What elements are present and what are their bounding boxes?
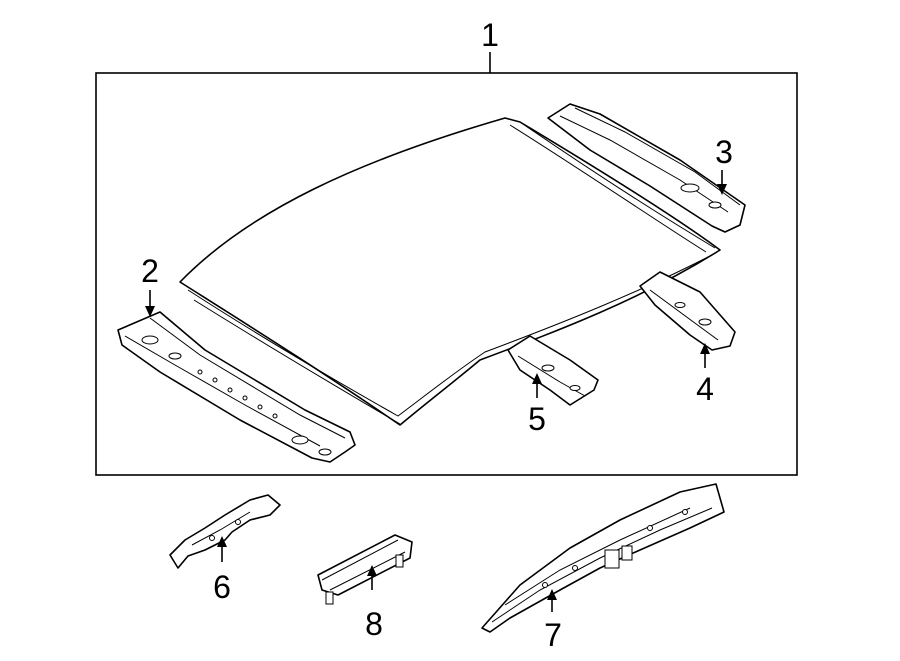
roof-bracket[interactable] (169, 494, 281, 569)
callout-2-arrowhead (145, 306, 155, 317)
callout-4-arrowhead (700, 343, 710, 354)
callout-7-label[interactable]: 7 (544, 617, 562, 653)
rear-header-rail[interactable] (547, 103, 746, 233)
callout-5-arrowhead (532, 373, 542, 384)
front-header-rail[interactable] (117, 311, 356, 463)
callout-8-label[interactable]: 8 (365, 606, 383, 642)
callout-6-label[interactable]: 6 (213, 569, 231, 605)
callout-2-label[interactable]: 2 (141, 253, 159, 289)
callout-6-arrowhead (217, 536, 227, 547)
callout-3-label[interactable]: 3 (715, 134, 733, 170)
callout-5-label[interactable]: 5 (528, 401, 546, 437)
callout-1-label[interactable]: 1 (481, 17, 499, 53)
callout-7-arrowhead (547, 589, 557, 600)
side-rail-reinforcement[interactable] (481, 483, 725, 633)
assembly-frame (95, 72, 798, 476)
roof-support[interactable] (317, 534, 413, 605)
center-roof-bow[interactable] (507, 335, 599, 406)
callout-3-arrowhead (717, 184, 727, 195)
callout-8-arrowhead (367, 565, 377, 576)
callout-4-label[interactable]: 4 (696, 371, 714, 407)
rear-roof-bow[interactable] (639, 271, 736, 351)
